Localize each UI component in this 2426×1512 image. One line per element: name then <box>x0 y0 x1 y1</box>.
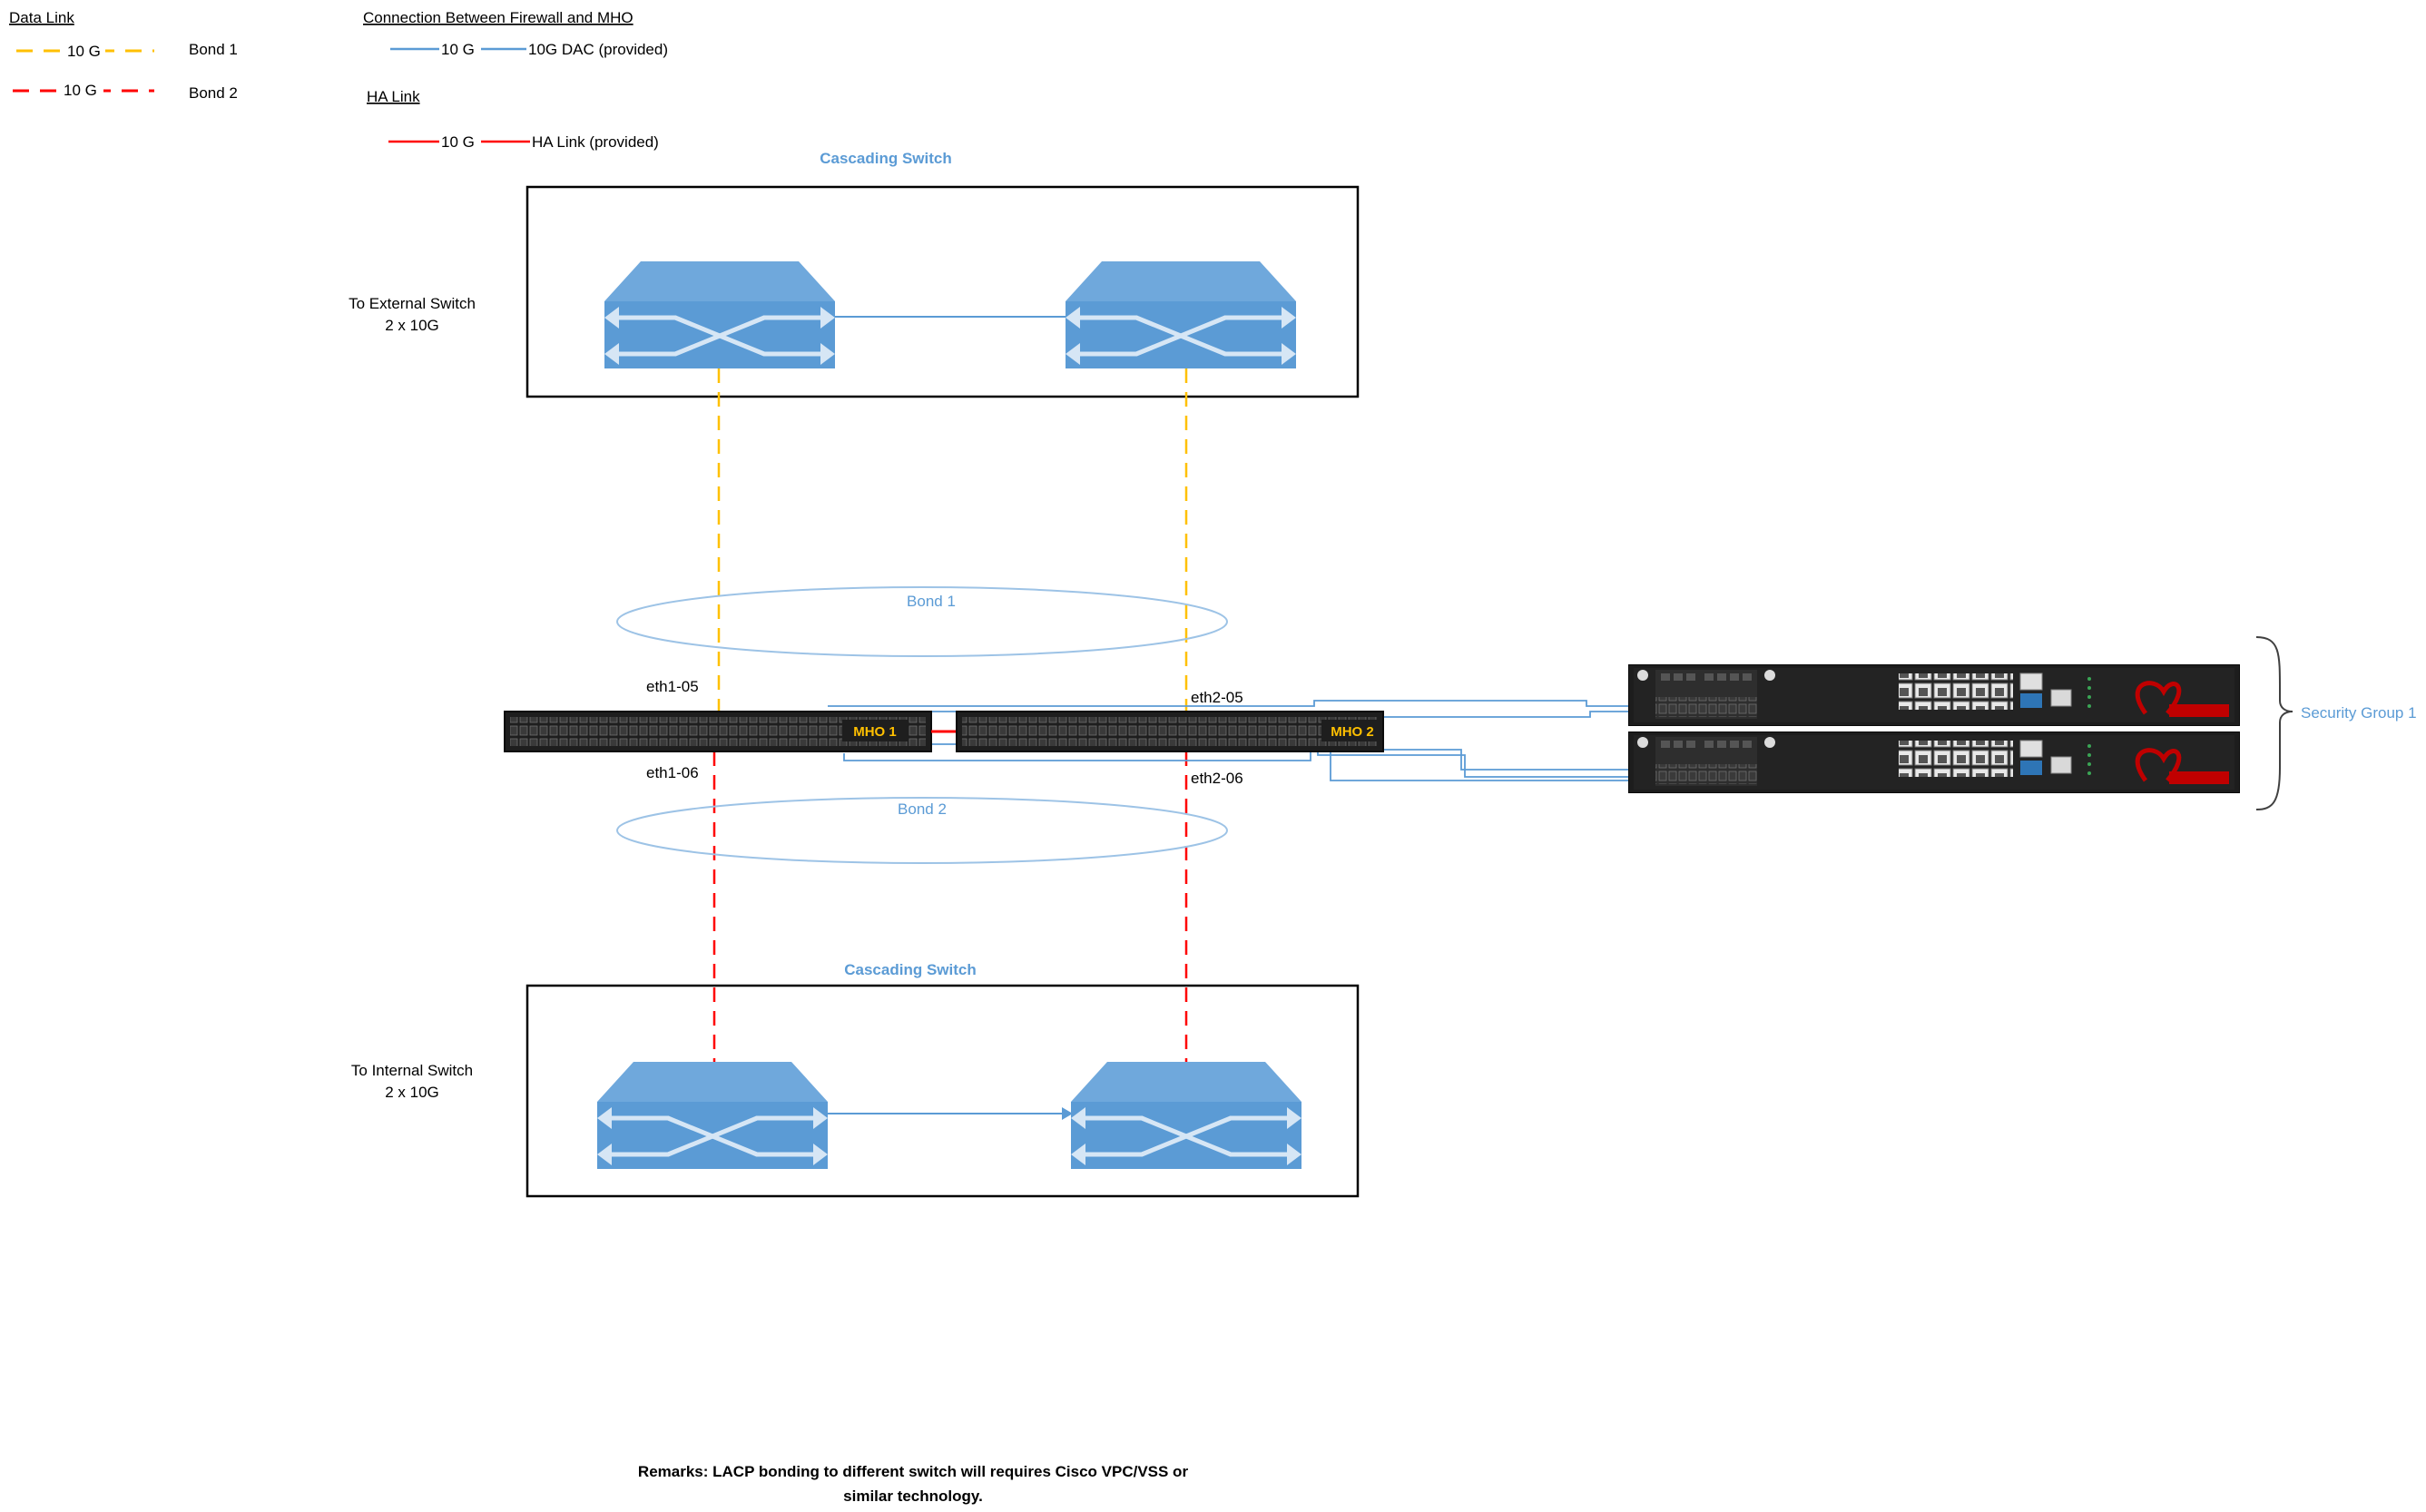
remarks-line-2: similar technology. <box>843 1487 983 1505</box>
legend-data-link-title: Data Link <box>9 9 74 26</box>
dac-link-1 <box>828 700 1652 707</box>
legend-connection-title: Connection Between Firewall and MHO <box>363 9 634 26</box>
network-switch-icon <box>597 1062 828 1169</box>
arrow-head-icon <box>1062 1107 1073 1120</box>
network-switch-icon <box>1071 1062 1301 1169</box>
top-group-side-label-1: To External Switch <box>349 295 476 312</box>
bond2-label: Bond 2 <box>898 800 947 818</box>
mho2-chassis: MHO 2 <box>956 711 1384 752</box>
port-label-eth2-06: eth2-06 <box>1191 770 1243 787</box>
dac-link-3 <box>843 749 1652 771</box>
firewall-appliance-icon <box>1628 664 2240 726</box>
legend-bond2-label: Bond 2 <box>189 84 238 102</box>
bottom-cascading-switch-group: Cascading Switch To Internal Switch 2 x … <box>351 961 1360 1198</box>
bottom-group-frame <box>525 984 1360 1198</box>
network-switch-icon <box>604 261 835 368</box>
mho1-label: MHO 1 <box>853 724 897 740</box>
remarks: Remarks: LACP bonding to different switc… <box>638 1463 1189 1505</box>
security-group: Check Point Check Point Security Group 1 <box>1628 636 2417 810</box>
bottom-group-side-label-2: 2 x 10G <box>385 1084 439 1101</box>
network-switch-icon <box>1066 261 1296 368</box>
remarks-line-1: Remarks: LACP bonding to different switc… <box>638 1463 1189 1480</box>
top-group-title: Cascading Switch <box>820 150 951 167</box>
security-group-label: Security Group 1 <box>2301 704 2417 722</box>
check-point-logo: Check Point <box>2367 773 2411 782</box>
legend-bond1-speed: 10 G <box>67 43 101 60</box>
firewall-appliance-icon <box>1628 731 2240 793</box>
legend-ha-speed: 10 G <box>441 133 475 151</box>
mho2-label: MHO 2 <box>1331 724 1374 740</box>
legend-bond1-label: Bond 1 <box>189 41 238 58</box>
top-cascading-switch-group: Cascading Switch To External Switch 2 x … <box>349 150 1360 398</box>
port-label-eth1-06: eth1-06 <box>646 764 699 781</box>
bottom-group-side-label-1: To Internal Switch <box>351 1062 473 1079</box>
top-group-side-label-2: 2 x 10G <box>385 317 439 334</box>
legend-dac-speed: 10 G <box>441 41 475 58</box>
check-point-logo: Check Point <box>2367 706 2411 715</box>
bond1-ellipse <box>616 586 1228 657</box>
mho1-chassis: MHO 1 <box>504 711 932 752</box>
bond1-label: Bond 1 <box>907 593 956 610</box>
group-brace <box>2255 636 2293 810</box>
port-label-eth1-05: eth1-05 <box>646 678 699 695</box>
legend-dac-label: 10G DAC (provided) <box>528 41 668 58</box>
port-labels: eth1-05 eth1-06 eth2-05 eth2-06 <box>646 678 1243 787</box>
legend-ha-title: HA Link <box>367 88 420 105</box>
legend: Data Link 10 G Bond 1 10 G Bond 2 Connec… <box>9 9 668 151</box>
data-links <box>712 368 1188 1062</box>
legend-ha-label: HA Link (provided) <box>532 133 659 151</box>
bottom-group-title: Cascading Switch <box>844 961 976 978</box>
top-group-frame <box>525 185 1360 398</box>
legend-bond2-speed: 10 G <box>64 82 97 99</box>
bond-groups: Bond 1 Bond 2 <box>616 586 1228 864</box>
bond2-ellipse <box>616 797 1228 864</box>
port-label-eth2-05: eth2-05 <box>1191 689 1243 706</box>
